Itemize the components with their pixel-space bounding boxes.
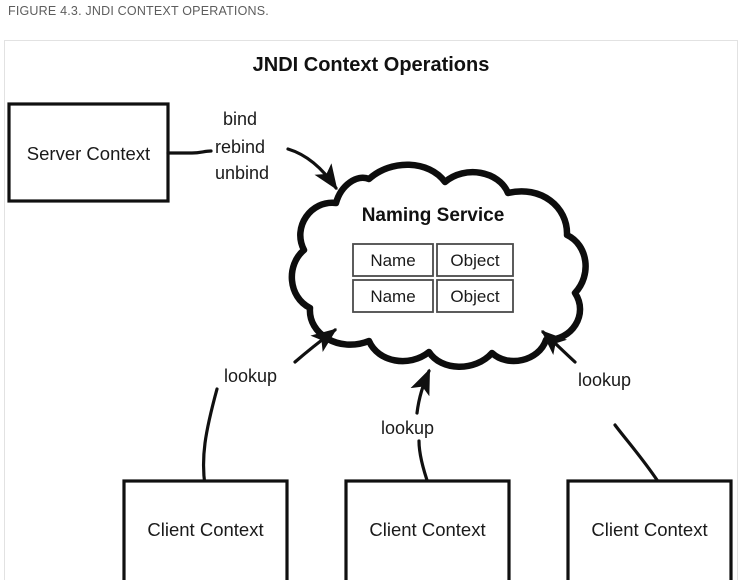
server-context-label: Server Context bbox=[27, 143, 150, 164]
lookup-left-label: lookup bbox=[224, 366, 277, 386]
client-context-1-label: Client Context bbox=[147, 519, 263, 540]
server-to-operations-connector bbox=[166, 149, 213, 155]
client-context-box-2[interactable] bbox=[344, 479, 511, 580]
lookup-right-arrow bbox=[541, 330, 577, 364]
lookup-left-lower-connector bbox=[201, 387, 219, 488]
lookup-center-arrow bbox=[410, 368, 431, 415]
client-context-box-3[interactable] bbox=[566, 479, 733, 580]
unbind-label: unbind bbox=[215, 163, 269, 183]
jndi-context-operations-diagram: JNDI Context Operations Server Context b… bbox=[7, 54, 733, 580]
diagram-title: JNDI Context Operations bbox=[253, 54, 490, 76]
figure-frame: JNDI Context Operations Server Context b… bbox=[4, 40, 738, 580]
client-context-2-label: Client Context bbox=[369, 519, 485, 540]
rebind-label: rebind bbox=[215, 137, 265, 157]
lookup-left-arrow bbox=[293, 328, 338, 364]
binding-cell-name-1-label: Name bbox=[370, 251, 415, 270]
lookup-center-label: lookup bbox=[381, 418, 434, 438]
lookup-right-label: lookup bbox=[578, 370, 631, 390]
binding-cell-name-1[interactable] bbox=[352, 243, 434, 277]
binding-cell-object-2-label: Object bbox=[450, 287, 499, 306]
bind-operations-arrow bbox=[286, 147, 338, 191]
binding-cell-name-2[interactable] bbox=[352, 279, 434, 313]
client-context-box-1[interactable] bbox=[122, 479, 289, 580]
server-context-box[interactable] bbox=[7, 102, 170, 203]
figure-caption: FIGURE 4.3. JNDI CONTEXT OPERATIONS. bbox=[8, 4, 269, 18]
binding-cell-object-1[interactable] bbox=[436, 243, 514, 277]
lookup-right-lower-connector bbox=[613, 423, 663, 488]
binding-cell-name-2-label: Name bbox=[370, 287, 415, 306]
client-context-3-label: Client Context bbox=[591, 519, 707, 540]
lookup-center-lower-connector bbox=[417, 439, 431, 488]
naming-service-label: Naming Service bbox=[362, 205, 505, 226]
bind-label: bind bbox=[223, 109, 257, 129]
binding-cell-object-1-label: Object bbox=[450, 251, 499, 270]
binding-cell-object-2[interactable] bbox=[436, 279, 514, 313]
